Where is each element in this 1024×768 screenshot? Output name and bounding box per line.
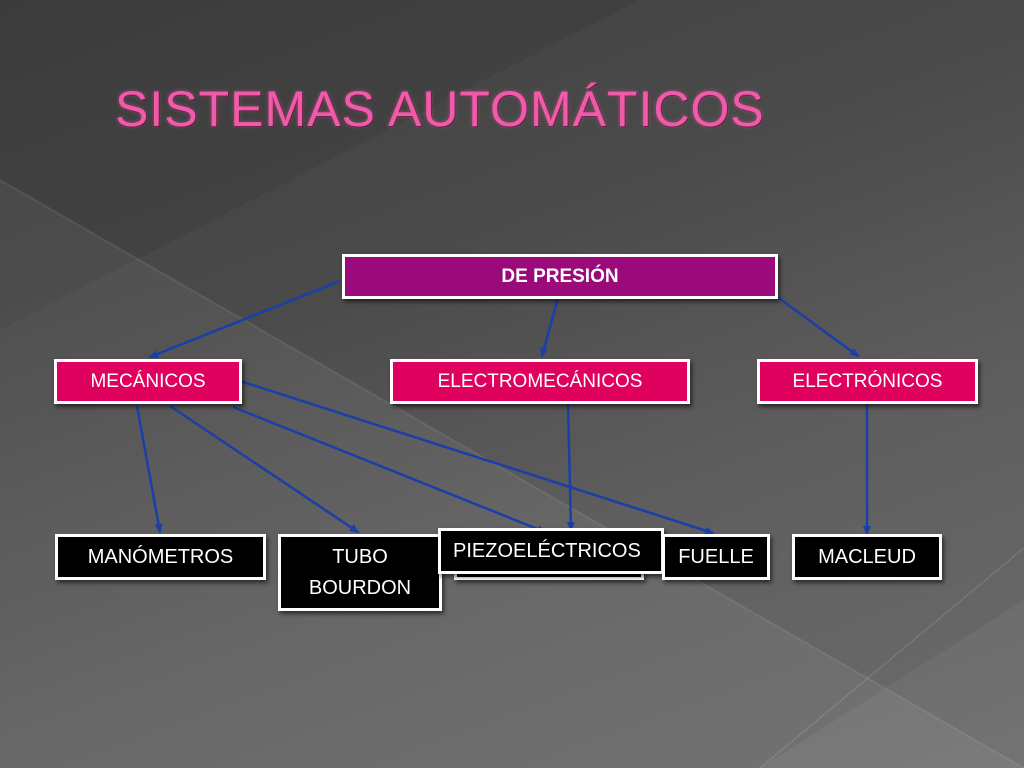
node-tubo-bourdon: TUBO BOURDON — [278, 534, 442, 611]
node-electronicos-label: ELECTRÓNICOS — [792, 371, 943, 392]
node-piezoelectricos-label: PIEZOELÉCTRICOS — [453, 539, 641, 562]
arrow-mecanicos-to-manometros — [135, 405, 163, 534]
arrow-mecanicos-to-fuelle — [239, 379, 715, 535]
node-electromecanicos-label: ELECTROMECÁNICOS — [437, 371, 643, 392]
arrow-mecanicos-to-tubo-bourdon — [169, 404, 360, 534]
slide-title: SISTEMAS AUTOMÁTICOS — [115, 81, 765, 137]
arrow-mecanicos-to-piezoelectricos — [232, 405, 547, 534]
node-macleud: MACLEUD — [792, 534, 942, 580]
node-tubo-bourdon-line1: TUBO — [332, 545, 388, 568]
node-electronicos: ELECTRÓNICOS — [757, 359, 978, 404]
node-manometros: MANÓMETROS — [55, 534, 266, 580]
node-de-presion-label: DE PRESIÓN — [501, 266, 619, 287]
node-fuelle: FUELLE — [662, 534, 770, 580]
arrow-electromecanicos-to-piezoelectricos — [566, 401, 575, 532]
node-mecanicos-label: MECÁNICOS — [90, 371, 206, 392]
arrow-root-to-mecanicos — [148, 279, 341, 359]
node-de-presion: DE PRESIÓN — [342, 254, 778, 299]
node-manometros-label: MANÓMETROS — [87, 545, 234, 568]
node-tubo-bourdon-line2: BOURDON — [308, 576, 412, 599]
node-electromecanicos: ELECTROMECÁNICOS — [390, 359, 690, 404]
arrow-root-to-electronicos — [775, 294, 860, 358]
node-fuelle-label: FUELLE — [678, 545, 754, 568]
node-macleud-label: MACLEUD — [818, 545, 916, 568]
node-mecanicos: MECÁNICOS — [54, 359, 242, 404]
node-piezoelectricos: PIEZOELÉCTRICOS — [438, 528, 664, 574]
arrow-root-to-electromecanicos — [540, 297, 560, 358]
